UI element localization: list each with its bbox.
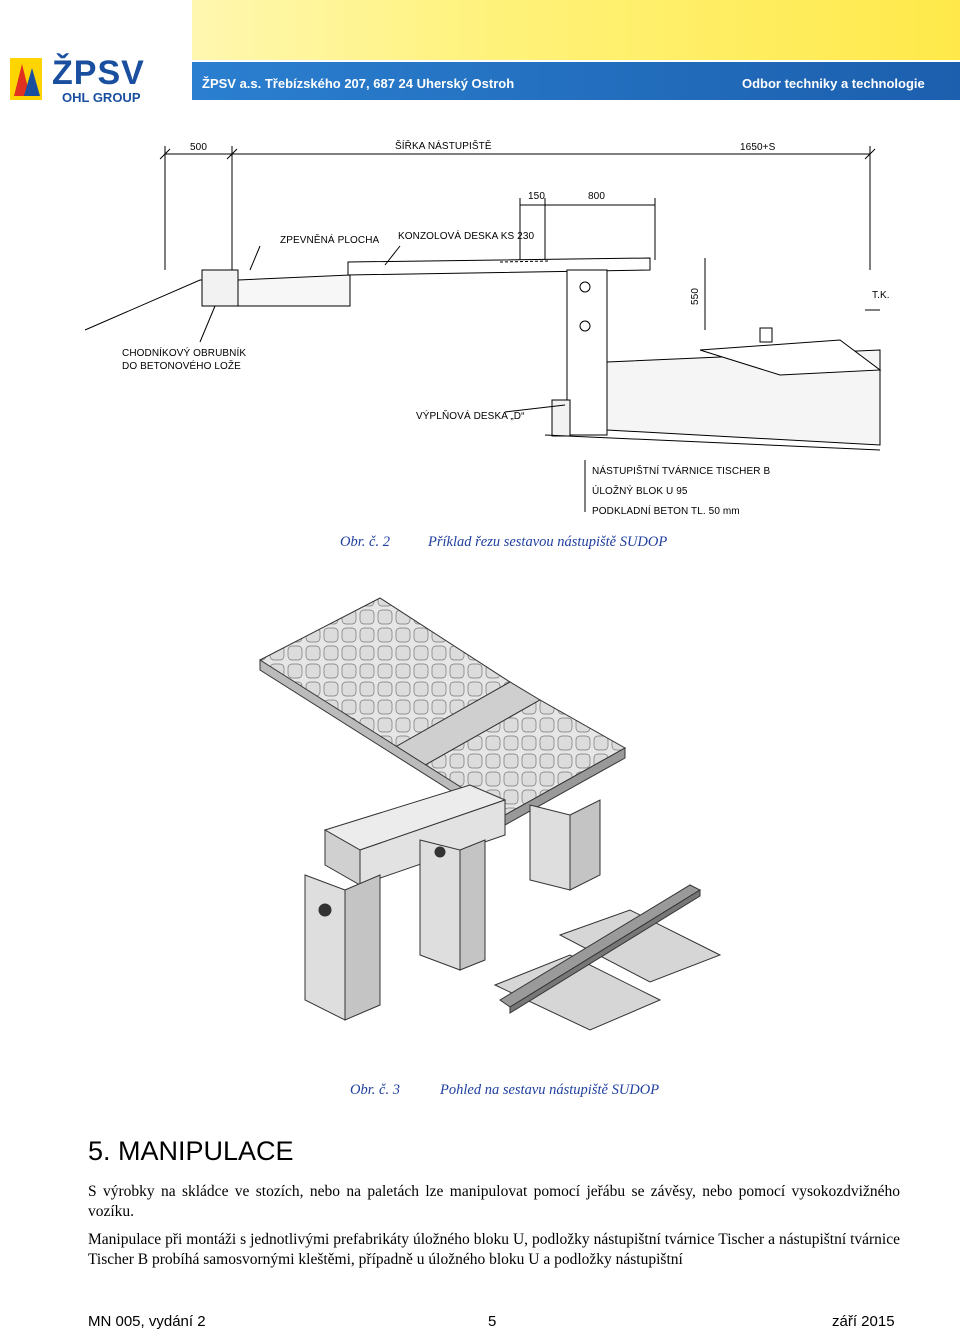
footer-page-number: 5: [488, 1313, 497, 1330]
figure2-caption-number: Obr. č. 2: [340, 534, 390, 550]
label-dim-550: 550: [690, 288, 701, 305]
label-curb-line2: DO BETONOVÉHO LOŽE: [122, 359, 241, 372]
logo-emblem-icon: [10, 58, 42, 100]
header-yellow-band: [192, 0, 960, 60]
label-platform-width: ŠÍŘKA NÁSTUPIŠTĚ: [395, 139, 492, 152]
figure2-caption-text: Příklad řezu sestavou nástupiště SUDOP: [428, 534, 668, 550]
label-dim-1650: 1650+S: [740, 142, 776, 153]
company-logo: ŽPSV OHL GROUP: [8, 54, 193, 106]
label-fill-slab: VÝPLŇOVÁ DESKA „D“: [416, 409, 525, 422]
label-block-u95: ÚLOŽNÝ BLOK U 95: [592, 484, 688, 497]
footer-document: MN 005, vydání 2: [88, 1313, 206, 1330]
paragraph-handling-storage: S výrobky na skládce ve stozích, nebo na…: [88, 1183, 900, 1220]
footer-date: září 2015: [832, 1313, 895, 1330]
label-console-slab: KONZOLOVÁ DESKA KS 230: [398, 229, 534, 242]
label-dim-500: 500: [190, 142, 207, 153]
section-heading: 5. MANIPULACE: [88, 1136, 294, 1166]
logo-group: OHL GROUP: [62, 90, 141, 105]
figure-cross-section: 500 ŠÍŘKA NÁSTUPIŠTĚ 1650+S 150 800 ZPEV…: [80, 130, 900, 530]
label-tk: T.K.: [872, 290, 890, 301]
figure-isometric-view: [250, 590, 750, 1070]
label-dim-150: 150: [528, 191, 545, 202]
label-base-concrete: PODKLADNÍ BETON TL. 50 mm: [592, 504, 740, 517]
label-dim-800: 800: [588, 191, 605, 202]
label-tischer: NÁSTUPIŠTNÍ TVÁRNICE TISCHER B: [592, 464, 770, 477]
paragraph-handling-assembly: Manipulace při montáži s jednotlivými pr…: [88, 1231, 900, 1268]
header-address: ŽPSV a.s. Třebízského 207, 687 24 Uhersk…: [202, 76, 515, 91]
cross-section-drawing: 500 ŠÍŘKA NÁSTUPIŠTĚ 1650+S 150 800 ZPEV…: [84, 139, 890, 517]
figure3-caption-text: Pohled na sestavu nástupiště SUDOP: [440, 1082, 660, 1098]
header-department: Odbor techniky a technologie: [742, 76, 925, 91]
label-paved-area: ZPEVNĚNÁ PLOCHA: [280, 233, 380, 246]
header-blue-bar: [192, 62, 960, 100]
figure3-caption-number: Obr. č. 3: [350, 1082, 400, 1098]
isometric-platform-drawing: [259, 597, 722, 1031]
logo-name: ŽPSV: [52, 54, 145, 92]
label-curb-line1: CHODNÍKOVÝ OBRUBNÍK: [122, 346, 246, 359]
